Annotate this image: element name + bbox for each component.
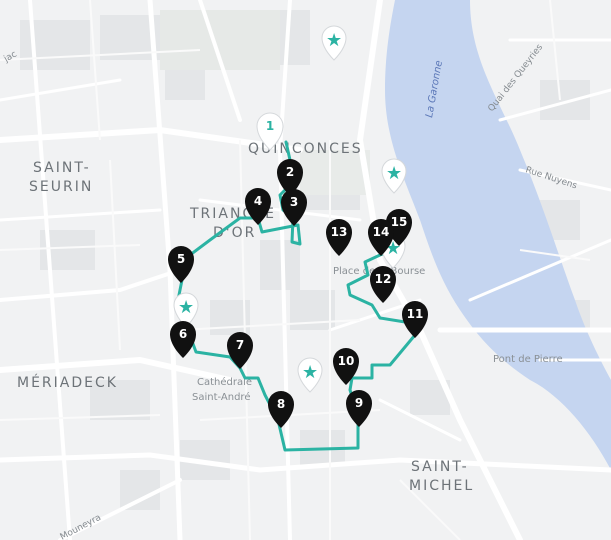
stop-number: 5 — [177, 252, 185, 266]
stop-number: 12 — [375, 272, 392, 286]
pin-shape — [268, 391, 294, 428]
stop-number: 1 — [266, 119, 274, 133]
stop-marker-1[interactable]: 1 — [256, 112, 284, 151]
pin-shape — [256, 112, 284, 151]
stop-marker-10[interactable]: 10 — [333, 348, 359, 385]
pin-shape — [245, 188, 271, 225]
district-saint-seurin-2: SEURIN — [29, 179, 93, 195]
pin-shape — [326, 219, 352, 256]
stop-marker-7[interactable]: 7 — [227, 332, 253, 369]
pin-shape — [370, 266, 396, 303]
stop-number: 10 — [338, 354, 355, 368]
garonne-river — [385, 0, 611, 470]
star-icon: ★ — [178, 297, 194, 318]
poi-star-4[interactable]: ★ — [173, 292, 199, 328]
stop-number: 13 — [331, 225, 348, 239]
star-icon: ★ — [386, 163, 402, 184]
label-pont-de-pierre: Pont de Pierre — [493, 354, 563, 365]
district-saint-seurin-1: SAINT- — [33, 160, 91, 176]
stop-marker-14[interactable]: 14 — [368, 219, 394, 256]
stop-marker-9[interactable]: 9 — [346, 390, 372, 427]
district-saint-michel-1: SAINT- — [411, 459, 469, 475]
stop-marker-8[interactable]: 8 — [268, 391, 294, 428]
pin-shape — [277, 159, 303, 196]
stop-number: 9 — [355, 396, 363, 410]
stop-marker-12[interactable]: 12 — [370, 266, 396, 303]
stop-number: 15 — [391, 215, 408, 229]
stop-number: 3 — [290, 195, 298, 209]
walking-route — [176, 140, 417, 452]
pin-shape — [333, 348, 359, 385]
stop-number: 8 — [277, 397, 285, 411]
stop-marker-13[interactable]: 13 — [326, 219, 352, 256]
district-quinconces: QUINCONCES — [248, 141, 363, 157]
pin-shape — [281, 189, 307, 226]
label-cathedrale-2: Saint-André — [192, 391, 250, 403]
star-icon: ★ — [302, 362, 318, 383]
poi-star-5[interactable]: ★ — [297, 357, 323, 393]
district-meriadeck: MÉRIADECK — [17, 374, 118, 391]
poi-star-1[interactable]: ★ — [321, 25, 347, 61]
pin-shape — [168, 246, 194, 283]
stop-marker-5[interactable]: 5 — [168, 246, 194, 283]
stop-number: 6 — [179, 327, 187, 341]
stop-marker-3[interactable]: 3 — [281, 189, 307, 226]
pin-shape — [368, 219, 394, 256]
pin-shape — [170, 321, 196, 358]
poi-star-2[interactable]: ★ — [381, 158, 407, 194]
stop-marker-4[interactable]: 4 — [245, 188, 271, 225]
stop-number: 7 — [236, 338, 244, 352]
stop-number: 14 — [373, 225, 390, 239]
stop-number: 4 — [254, 194, 262, 208]
stop-marker-6[interactable]: 6 — [170, 321, 196, 358]
district-saint-michel-2: MICHEL — [409, 478, 474, 494]
stop-marker-11[interactable]: 11 — [402, 301, 428, 338]
stop-number: 2 — [286, 165, 294, 179]
pin-shape — [227, 332, 253, 369]
label-cathedrale-1: Cathédrale — [197, 376, 252, 388]
park-area — [300, 150, 370, 195]
stop-marker-2[interactable]: 2 — [277, 159, 303, 196]
stop-number: 11 — [407, 307, 424, 321]
pin-shape — [402, 301, 428, 338]
star-icon: ★ — [326, 30, 342, 51]
pin-shape — [346, 390, 372, 427]
